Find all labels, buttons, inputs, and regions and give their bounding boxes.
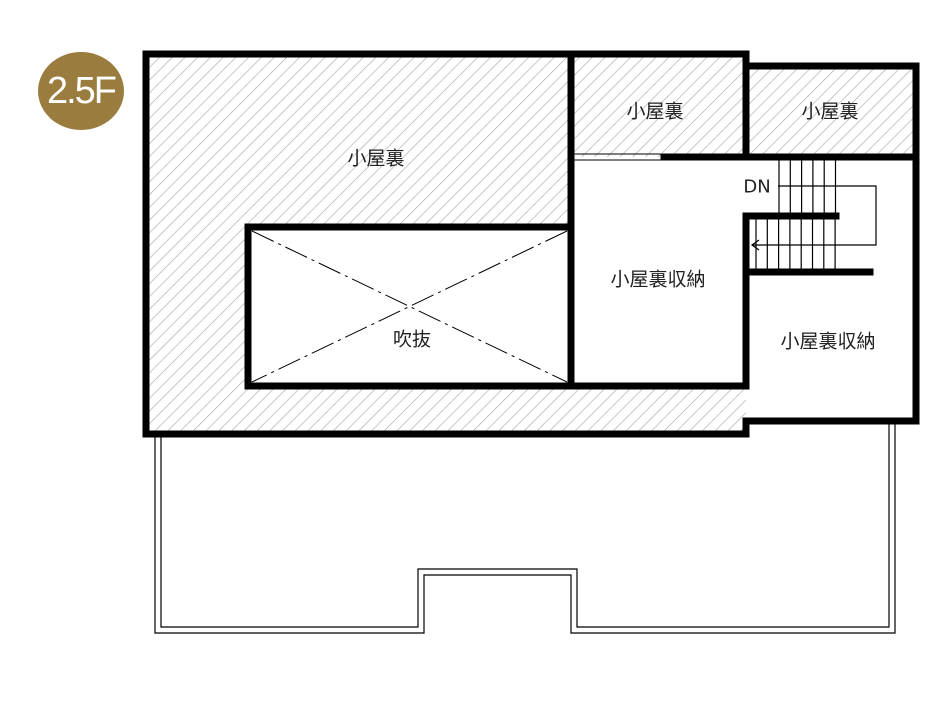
attic-top-right-hatch <box>746 66 916 157</box>
attic-hatch-area <box>146 54 571 434</box>
floor-badge: 2.5F <box>38 52 124 130</box>
room-label-attic-main: 小屋裏 <box>347 147 405 170</box>
room-label-attic-storage-right: 小屋裏収納 <box>780 330 876 353</box>
stair-dn-label: DN <box>743 176 771 198</box>
void-cross <box>251 230 568 383</box>
attic-strip-hatch <box>571 386 746 434</box>
attic-top-middle-hatch <box>571 54 746 157</box>
room-label-attic-top-right: 小屋裏 <box>801 100 859 123</box>
room-label-attic-top-middle: 小屋裏 <box>626 100 684 123</box>
room-label-void: 吹抜 <box>392 328 432 351</box>
balcony-outline <box>154 421 896 634</box>
room-label-attic-storage-left: 小屋裏収納 <box>610 268 706 291</box>
walls <box>142 50 920 438</box>
stair-direction-arrow <box>750 185 877 251</box>
opening-line <box>574 153 664 161</box>
